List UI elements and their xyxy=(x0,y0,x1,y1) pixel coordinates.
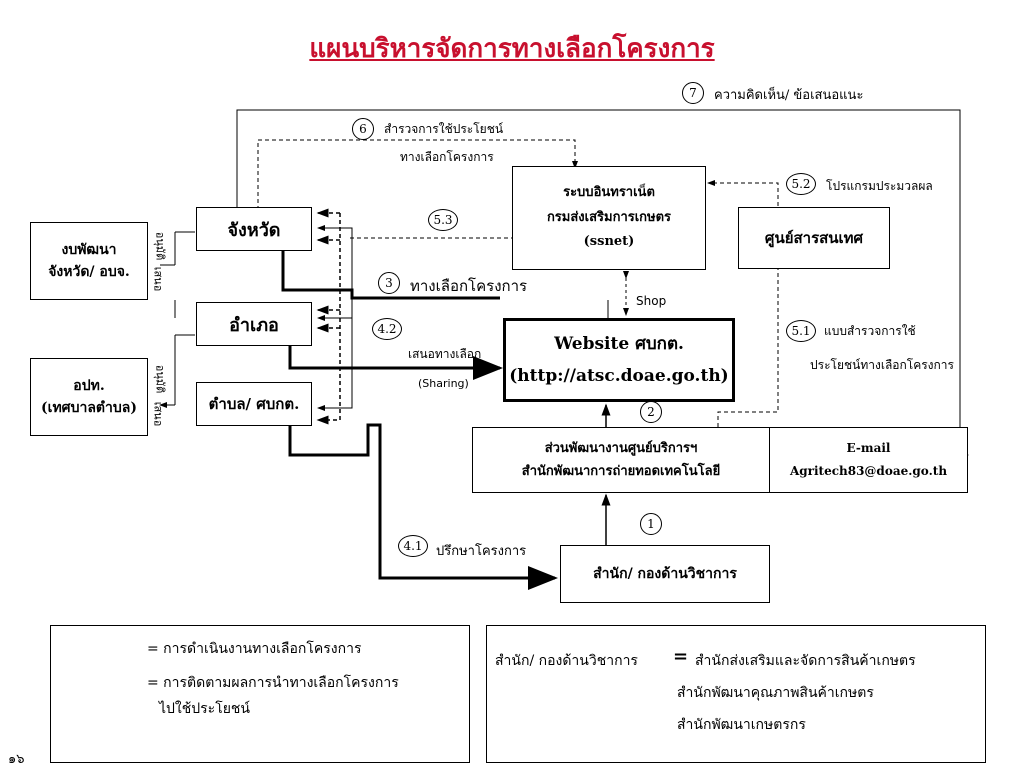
email-box: E-mail Agritech83@doae.go.th xyxy=(770,428,967,492)
step-3-marker: 3 xyxy=(378,272,400,294)
legend-solid-label: = การดำเนินงานทางเลือกโครงการ xyxy=(147,641,362,657)
step-4-1-label: ปรึกษาโครงการ xyxy=(436,544,527,559)
feedback-line xyxy=(236,109,969,458)
website-line2: (http://atsc.doae.go.th) xyxy=(509,366,729,386)
page-number: ๑๖ xyxy=(8,752,25,767)
intranet-line2: กรมส่งเสริมการเกษตร xyxy=(546,209,672,225)
district-box: อำเภอ xyxy=(196,302,312,346)
step-7-label: ความคิดเห็น/ ข้อเสนอแนะ xyxy=(714,88,864,103)
step-3-label: ทางเลือกโครงการ xyxy=(410,277,528,295)
dev-dept-line2: สำนักพัฒนาการถ่ายทอดเทคโนโลยี xyxy=(521,464,721,479)
dev-dept-box: ส่วนพัฒนางานศูนย์บริการฯ สำนักพัฒนาการถ่… xyxy=(473,428,769,492)
note-line2: สำนักพัฒนาคุณภาพสินค้าเกษตร xyxy=(677,685,874,701)
dev-dept-line1: ส่วนพัฒนางานศูนย์บริการฯ xyxy=(544,440,698,456)
propose-label-top: เสนอ xyxy=(151,266,165,292)
step-6-label1: สำรวจการใช้ประโยชน์ xyxy=(384,122,504,136)
intranet-line1: ระบบอินทราเน็ต xyxy=(563,184,655,200)
note-line3: สำนักพัฒนาเกษตรกร xyxy=(677,717,806,733)
approve-label-bottom: อนุมัติ xyxy=(153,364,167,394)
step-5-1-label2: ประโยชน์ทางเลือกโครงการ xyxy=(810,358,954,372)
opt-box: อปท. (เทศบาลตำบล) xyxy=(30,358,148,436)
note-equals: = xyxy=(673,646,689,667)
propose-label-bottom: เสนอ xyxy=(151,401,165,427)
budget-line2: จังหวัด/ อบจ. xyxy=(48,264,130,280)
budget-box: งบพัฒนา จังหวัด/ อบจ. xyxy=(30,222,148,300)
opt-line2: (เทศบาลตำบล) xyxy=(41,400,137,416)
dev-dept-row: ส่วนพัฒนางานศูนย์บริการฯ สำนักพัฒนาการถ่… xyxy=(472,427,968,493)
note-box: สำนัก/ กองด้านวิชาการ = สำนักส่งเสริมและ… xyxy=(486,625,986,763)
legend-dashed-label1: = การติดตามผลการนำทางเลือกโครงการ xyxy=(147,675,399,691)
step-6-label2: ทางเลือกโครงการ xyxy=(400,150,494,164)
province-box: จังหวัด xyxy=(196,207,312,251)
approve-label-top: อนุมัติ xyxy=(153,231,167,261)
page-title: แผนบริหารจัดการทางเลือกโครงการ xyxy=(309,34,715,64)
legend-box: = การดำเนินงานทางเลือกโครงการ = การติดตา… xyxy=(50,625,470,763)
step-6-marker: 6 xyxy=(352,118,374,140)
step-5-1-label1: แบบสำรวจการใช้ xyxy=(824,324,916,338)
website-line1: Website ศบกต. xyxy=(554,333,684,354)
step-4-1-marker: 4.1 xyxy=(398,535,428,557)
step-5-3-marker: 5.3 xyxy=(428,209,458,231)
budget-line1: งบพัฒนา xyxy=(61,242,117,258)
divider xyxy=(769,428,770,492)
shop-label: Shop xyxy=(636,294,667,308)
office-box: สำนัก/ กองด้านวิชาการ xyxy=(560,545,770,603)
intranet-box: ระบบอินทราเน็ต กรมส่งเสริมการเกษตร (ssne… xyxy=(512,166,706,270)
step-5-2-label: โปรแกรมประมวลผล xyxy=(826,179,933,193)
step-5-2-marker: 5.2 xyxy=(786,173,816,195)
step-5-1-marker: 5.1 xyxy=(786,320,816,342)
note-lhs: สำนัก/ กองด้านวิชาการ xyxy=(495,653,638,669)
sharing-label: (Sharing) xyxy=(418,377,469,390)
intranet-line3: (ssnet) xyxy=(583,234,635,250)
step-4-2-marker: 4.2 xyxy=(372,318,402,340)
legend-dashed-label2: ไปใช้ประโยชน์ xyxy=(159,701,250,717)
step-4-2-label: เสนอทางเลือก xyxy=(408,347,482,361)
step-1-marker: 1 xyxy=(640,513,662,535)
opt-line1: อปท. xyxy=(73,378,105,394)
website-box: Website ศบกต. (http://atsc.doae.go.th) xyxy=(503,318,735,402)
subdistrict-box: ตำบล/ ศบกต. xyxy=(196,382,312,426)
step-2-marker: 2 xyxy=(640,401,662,423)
note-line1: สำนักส่งเสริมและจัดการสินค้าเกษตร xyxy=(695,653,916,669)
email-address: Agritech83@doae.go.th xyxy=(789,464,948,478)
email-label: E-mail xyxy=(846,441,891,456)
step-7-marker: 7 xyxy=(682,82,704,104)
infocenter-box: ศูนย์สารสนเทศ xyxy=(738,207,890,269)
